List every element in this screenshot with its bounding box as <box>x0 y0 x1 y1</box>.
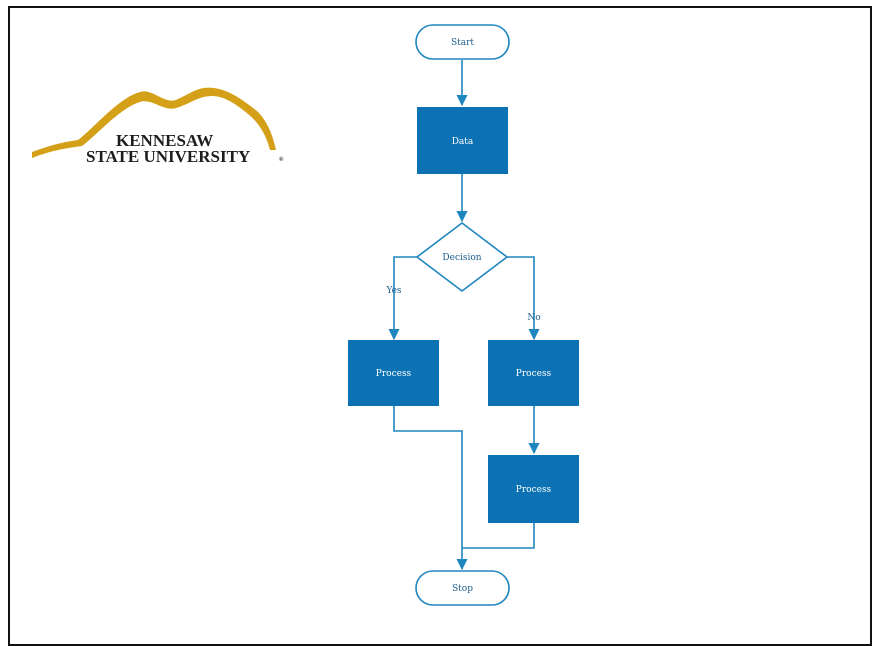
process-right-1-label: Process <box>516 369 552 379</box>
data-label: Data <box>452 137 474 147</box>
logo-mountain <box>32 87 276 158</box>
decision-label: Decision <box>442 253 481 263</box>
yes-label: Yes <box>385 286 401 296</box>
logo-line1: KENNESAW <box>116 131 213 150</box>
start-node: Start <box>415 24 510 60</box>
process-left-node: Process <box>348 340 439 406</box>
data-node: Data <box>417 107 508 174</box>
process-right-1-node: Process <box>488 340 579 406</box>
no-label: No <box>527 313 540 323</box>
process-left-label: Process <box>376 369 412 379</box>
flowchart-canvas: KENNESAW STATE UNIVERSITY ® Start Data D… <box>32 24 579 606</box>
process-right-2-node: Process <box>488 455 579 523</box>
edge-left-to-stop <box>393 405 468 571</box>
edge-decision-no <box>507 256 540 341</box>
decision-node: Decision <box>415 221 509 293</box>
edge-right-to-stop <box>462 522 535 549</box>
logo-trademark: ® <box>279 156 284 163</box>
process-right-2-label: Process <box>516 485 552 495</box>
university-logo: KENNESAW STATE UNIVERSITY ® <box>32 87 284 166</box>
edge-decision-yes <box>388 256 417 341</box>
stop-node: Stop <box>415 570 510 606</box>
start-label: Start <box>451 38 474 48</box>
logo-line2: STATE UNIVERSITY <box>86 147 250 166</box>
stop-label: Stop <box>452 584 473 594</box>
